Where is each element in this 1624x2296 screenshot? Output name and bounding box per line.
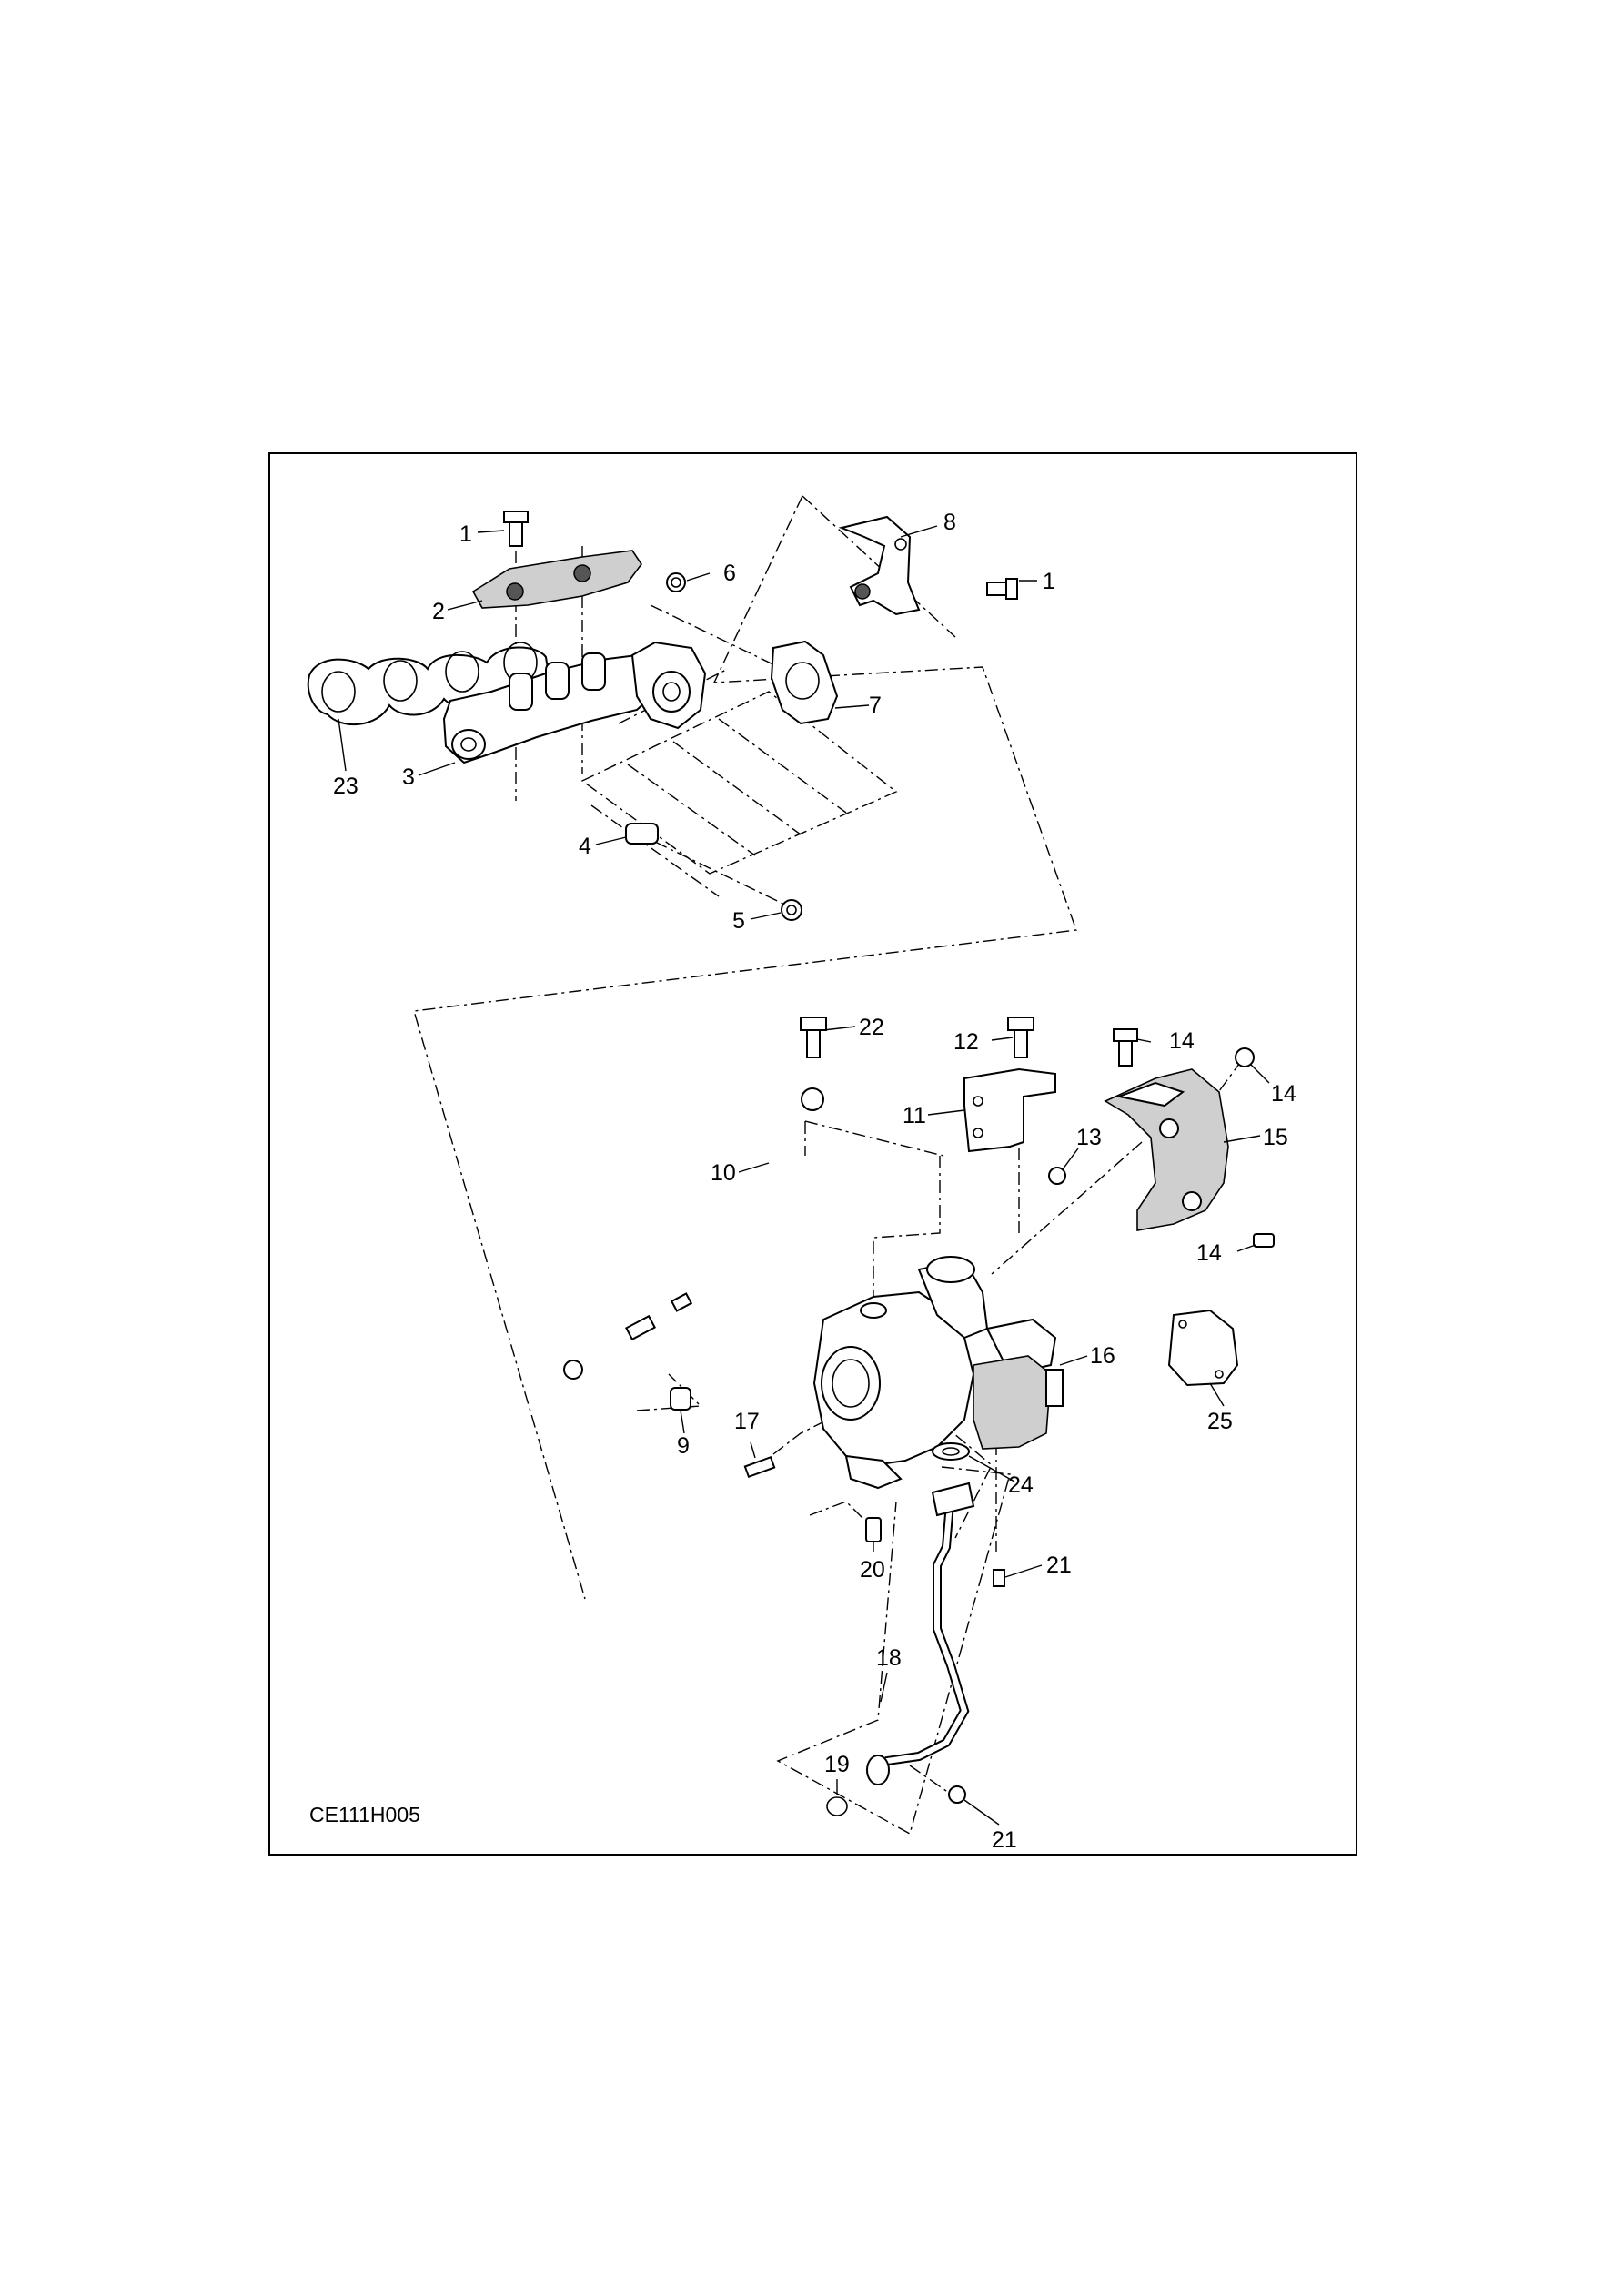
callout-6: 6 — [723, 561, 736, 586]
callout-1-top: 1 — [459, 521, 472, 547]
callout-25: 25 — [1207, 1409, 1233, 1434]
heat-shield — [471, 550, 642, 609]
turbocharger — [812, 1256, 1064, 1490]
callout-21-upper: 21 — [1046, 1553, 1072, 1578]
callout-labels: 1 1 2 3 4 5 6 7 8 9 10 11 12 13 14 14 14… — [309, 510, 1296, 1853]
callout-2: 2 — [432, 599, 445, 624]
callout-13: 13 — [1076, 1125, 1102, 1150]
diagram-frame — [268, 452, 1357, 1856]
callout-15: 15 — [1263, 1125, 1288, 1150]
callout-14-bottom: 14 — [1196, 1240, 1222, 1266]
turbo-bracket — [963, 1017, 1066, 1185]
manifold-bracket — [838, 515, 921, 616]
callout-14-top: 14 — [1169, 1028, 1195, 1054]
callout-20: 20 — [860, 1557, 885, 1583]
callout-12: 12 — [953, 1029, 979, 1055]
callout-5: 5 — [732, 908, 745, 934]
assembly-lines — [413, 495, 1243, 1836]
callout-24: 24 — [1008, 1472, 1034, 1498]
callout-18: 18 — [876, 1645, 902, 1671]
callout-4: 4 — [579, 834, 591, 859]
leader-lines — [338, 525, 1270, 1826]
drawing-code: CE111H005 — [309, 1803, 420, 1826]
callout-11: 11 — [903, 1103, 926, 1128]
callout-1-right: 1 — [1043, 569, 1055, 594]
gasket-24 — [932, 1442, 970, 1461]
callout-10: 10 — [711, 1160, 736, 1186]
callout-21-lower: 21 — [992, 1827, 1017, 1853]
turbo-gasket — [770, 640, 839, 725]
callout-23: 23 — [333, 774, 358, 799]
callout-19: 19 — [824, 1752, 850, 1777]
stud-17 — [743, 1455, 776, 1479]
gasket-25 — [1167, 1309, 1239, 1387]
callout-14-right: 14 — [1271, 1081, 1296, 1107]
callout-3: 3 — [402, 764, 415, 790]
manifold-gasket — [307, 642, 552, 726]
oil-return-pipe — [826, 1482, 1005, 1816]
oil-feed-pipe — [563, 1017, 827, 1411]
exhaust-manifold — [442, 641, 707, 764]
fasteners-upper — [503, 511, 1018, 921]
turbo-heat-shield — [1104, 1028, 1275, 1248]
callout-7: 7 — [869, 693, 882, 718]
callout-9: 9 — [677, 1433, 690, 1459]
callout-22: 22 — [859, 1015, 884, 1040]
callout-17: 17 — [734, 1409, 760, 1434]
callout-16: 16 — [1090, 1343, 1115, 1369]
callout-8: 8 — [943, 510, 956, 535]
